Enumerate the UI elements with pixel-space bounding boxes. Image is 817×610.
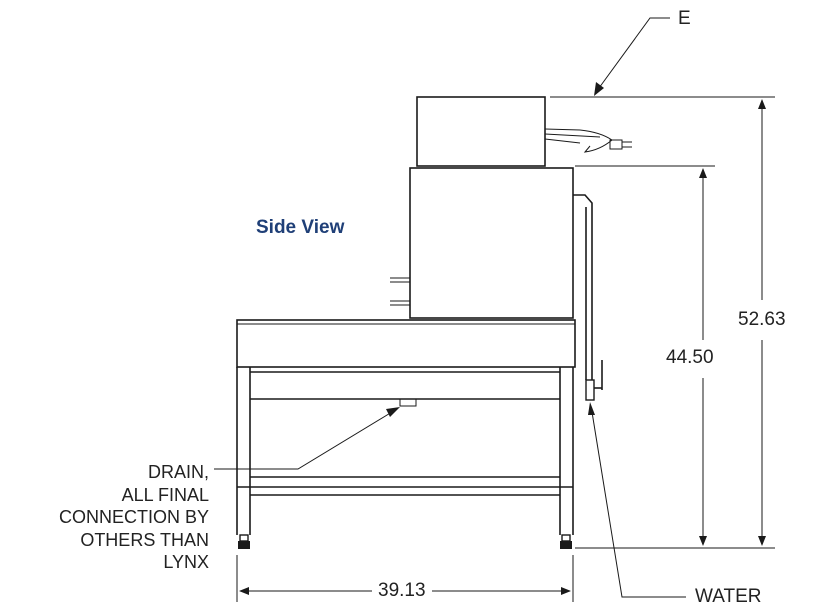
extension-lines (236, 96, 775, 602)
drain-leader (214, 407, 400, 470)
dim-overall-height-label: 52.63 (738, 309, 786, 330)
leveling-feet (238, 534, 572, 549)
callout-e-leader (594, 17, 670, 96)
water-pipe (573, 194, 603, 401)
drain-note-line: CONNECTION BY (58, 507, 209, 527)
dim-width-label: 39.13 (378, 580, 426, 601)
water-label: WATER (695, 586, 762, 607)
drain-note-line: LYNX (163, 552, 209, 572)
side-ports (390, 277, 410, 306)
top-blower-box (416, 96, 546, 167)
drain-note-line: OTHERS THAN (80, 529, 209, 550)
drain-note: DRAIN, ALL FINAL CONNECTION BY OTHERS TH… (59, 461, 209, 574)
view-title: Side View (256, 217, 345, 238)
main-cabinet (409, 167, 574, 319)
water-leader (588, 402, 686, 598)
drain-fitting (399, 398, 417, 407)
stand-frame (236, 367, 574, 535)
callout-e-label: E (678, 8, 691, 29)
dim-cabinet-height-label: 44.50 (666, 347, 714, 368)
work-surface (236, 319, 576, 368)
power-cord (544, 128, 632, 153)
drain-note-line: DRAIN, (147, 462, 209, 482)
drain-note-line: ALL FINAL (121, 484, 209, 505)
